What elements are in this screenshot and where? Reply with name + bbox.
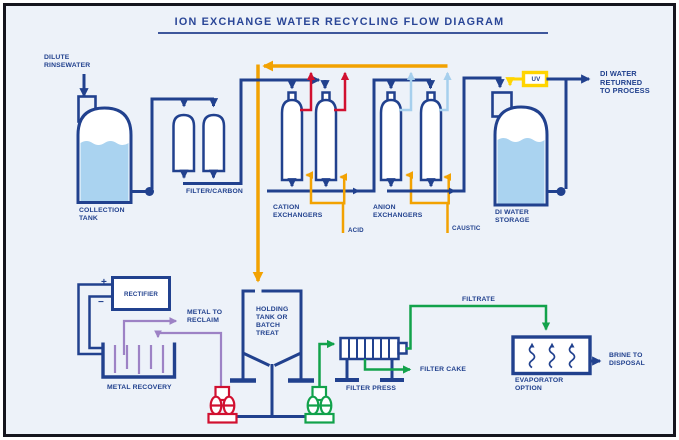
- page-title: ION EXCHANGE WATER RECYCLING FLOW DIAGRA…: [174, 16, 505, 28]
- acid-regen-waste-lines: [300, 71, 350, 112]
- acid-feed-pipe: [305, 171, 348, 233]
- filtrate-pipe: [363, 304, 551, 374]
- pipe-pump-to-press: [318, 339, 336, 386]
- caustic-regen-waste-lines: [399, 71, 452, 112]
- rectifier-negative-wire: [88, 295, 112, 350]
- label-di-water-storage: DI WATER STORAGE: [495, 209, 530, 225]
- label-holding-tank: HOLDING TANK OR BATCH TREAT: [256, 306, 289, 338]
- collection-tank-pump: [145, 187, 154, 196]
- label-plus-terminal: +: [101, 277, 107, 288]
- label-filter-cake: FILTER CAKE: [420, 366, 467, 373]
- evaporator: [511, 335, 602, 376]
- di-water-storage-tank: [491, 91, 566, 207]
- pipe-di-return: [546, 74, 591, 189]
- label-acid: ACID: [348, 227, 364, 234]
- label-evaporator-option: EVAPORATOR OPTION: [515, 377, 564, 393]
- label-filter-press: FILTER PRESS: [346, 385, 397, 392]
- label-filter-carbon: FILTER/CARBON: [186, 188, 243, 195]
- filter-press-plates: [348, 338, 390, 359]
- flow-diagram-graphics: [76, 32, 602, 424]
- rectifier-positive-wire: [77, 283, 112, 356]
- waste-header-pipe: [252, 60, 448, 283]
- filter-press-pump: [304, 385, 335, 424]
- metal-reclaim-lines: [122, 317, 223, 387]
- label-di-water-returned: DI WATER RETURNED TO PROCESS: [600, 69, 650, 96]
- metal-recovery-cell: [101, 342, 177, 379]
- filter-press: [335, 336, 408, 382]
- label-dilute-rinsewater: DILUTE RINSEWATER: [44, 54, 91, 70]
- filter-carbon-vessels: [172, 113, 226, 173]
- holding-tank: [230, 289, 314, 417]
- label-metal-recovery: METAL RECOVERY: [107, 384, 172, 391]
- label-caustic: CAUSTIC: [452, 225, 481, 232]
- pipe-cation-to-anion: [267, 78, 436, 193]
- label-uv: UV: [531, 76, 541, 83]
- pipe-to-filters: [150, 97, 219, 189]
- heat-squiggle-icons: [528, 342, 576, 369]
- collection-tank-water: [80, 141, 129, 202]
- flow-arrow-anion-out: [449, 187, 456, 195]
- collection-tank: [76, 95, 154, 204]
- metal-recovery-pump: [207, 385, 238, 424]
- label-rectifier: RECTIFIER: [123, 291, 158, 298]
- flow-arrow-cation-out: [353, 187, 360, 195]
- label-metal-to-reclaim: METAL TO RECLAIM: [187, 309, 223, 325]
- pipe-anion-to-storage: [386, 76, 505, 193]
- anion-exchanger-vessels: [379, 91, 443, 182]
- label-minus-terminal: −: [98, 297, 104, 308]
- label-cation-exchangers: CATION EXCHANGERS: [273, 204, 323, 220]
- di-tank-pump: [556, 187, 566, 196]
- di-tank-water: [497, 138, 545, 204]
- label-brine-to-disposal: BRINE TO DISPOSAL: [609, 352, 645, 368]
- rectifier-unit: [77, 276, 171, 356]
- pipe-filters-to-cation: [179, 75, 330, 185]
- caustic-feed-pipe: [405, 171, 452, 233]
- cation-exchanger-vessels: [280, 91, 338, 182]
- label-filtrate: FILTRATE: [462, 296, 496, 303]
- diagram-canvas: ION EXCHANGE WATER RECYCLING FLOW DIAGRA…: [3, 3, 676, 437]
- label-collection-tank: COLLECTION TANK: [79, 207, 125, 223]
- filter-cake-line: [363, 359, 412, 374]
- label-anion-exchangers: ANION EXCHANGERS: [373, 204, 423, 220]
- electrode-plates: [113, 345, 165, 374]
